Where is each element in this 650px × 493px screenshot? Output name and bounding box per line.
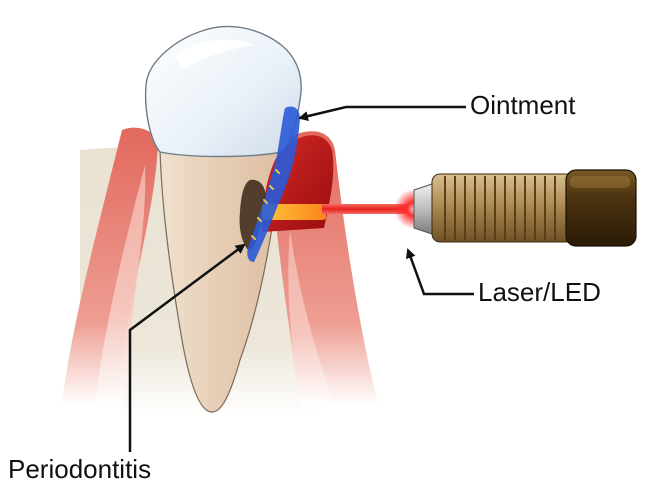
- laser-led-label: Laser/LED: [478, 279, 601, 305]
- laser-leader: [408, 250, 474, 294]
- periodontitis-label: Periodontitis: [8, 456, 151, 482]
- laser-led-device: [414, 170, 636, 246]
- ointment-leader: [300, 107, 466, 118]
- ointment-label: Ointment: [470, 92, 576, 118]
